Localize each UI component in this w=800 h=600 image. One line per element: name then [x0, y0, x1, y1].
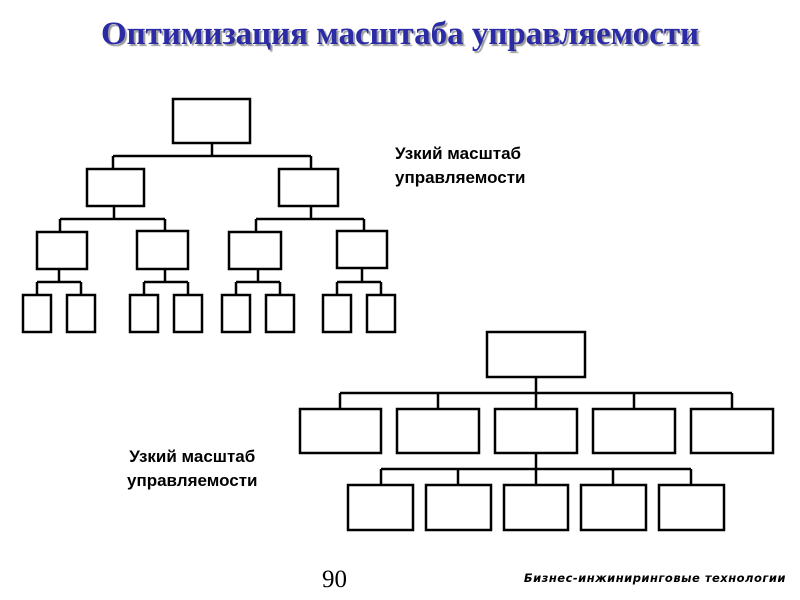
level2-box	[395, 407, 481, 455]
level2-box	[298, 407, 383, 455]
leaf-box	[128, 293, 160, 334]
diagram-label-top: Узкий масштаб управляемости	[395, 142, 525, 190]
level3-box	[657, 483, 726, 532]
label-line: Узкий масштаб	[129, 447, 256, 466]
level2-box	[493, 407, 579, 455]
level3-box	[579, 483, 648, 532]
level2-box	[277, 167, 340, 208]
label-line: управляемости	[127, 471, 258, 490]
level3-box	[227, 230, 283, 271]
label-line: управляемости	[395, 168, 526, 187]
leaf-box	[321, 293, 353, 334]
leaf-box	[264, 293, 296, 334]
level3-box	[135, 229, 190, 271]
leaf-box	[220, 293, 252, 334]
leaf-box	[365, 293, 397, 334]
label-line: Узкий масштаб	[395, 144, 522, 163]
footer-text: Бизнес-инжиниринговые технологии	[523, 571, 786, 585]
level2-box	[591, 407, 677, 455]
leaf-box	[172, 293, 204, 334]
root-box	[485, 330, 587, 379]
leaf-box	[21, 293, 53, 334]
level3-box	[502, 483, 570, 532]
level3-box	[335, 229, 389, 270]
diagram-label-bottom: Узкий масштаб управляемости	[127, 445, 257, 493]
level2-box	[85, 167, 146, 208]
level3-box	[35, 230, 89, 271]
root-box	[171, 97, 252, 145]
narrow-span-tree	[21, 97, 397, 334]
leaf-box	[65, 293, 97, 334]
wide-span-tree	[298, 330, 775, 532]
slide-title: Оптимизация масштаба управляемости	[100, 16, 700, 52]
level3-box	[346, 483, 415, 532]
level2-box	[689, 407, 775, 455]
level3-box	[424, 483, 493, 532]
page-number: 90	[322, 566, 347, 593]
